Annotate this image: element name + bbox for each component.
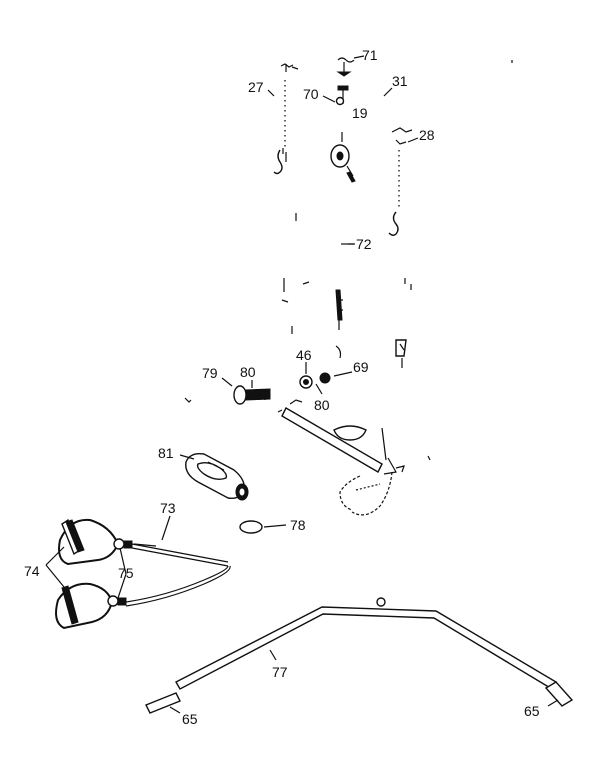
- bolt-80: [233, 385, 271, 405]
- label-73: 73: [160, 500, 176, 516]
- label-81: 81: [158, 445, 174, 461]
- faint-marks: [184, 60, 513, 461]
- nut-46: [299, 375, 313, 389]
- ring-78: [239, 520, 263, 534]
- label-79: 79: [202, 365, 218, 381]
- spring-hook-28: [388, 127, 413, 236]
- connector-75: [107, 538, 133, 607]
- pulley-bolt-71: [336, 57, 355, 77]
- label-65-left: 65: [182, 711, 198, 727]
- label-80-upper: 80: [240, 364, 256, 380]
- label-77: 77: [272, 664, 288, 680]
- label-28: 28: [419, 127, 435, 143]
- cable-72: [335, 243, 355, 330]
- label-65-right: 65: [524, 703, 540, 719]
- stirrup-handle-lower: [55, 582, 114, 630]
- callout-labels: 27 71 70 19 31 28 72 46 69 79 80 80 81 7…: [24, 47, 540, 727]
- label-80-lower: 80: [314, 397, 330, 413]
- end-cap-65-left: [145, 692, 181, 714]
- nut-69: [319, 372, 331, 384]
- pulley-washer-70-19: [335, 85, 349, 106]
- swing-arm: [277, 399, 405, 516]
- end-cap-65-right: [544, 681, 574, 707]
- label-75: 75: [118, 565, 134, 581]
- label-31: 31: [392, 73, 408, 89]
- label-46: 46: [296, 347, 312, 363]
- cable-73: [125, 543, 231, 607]
- label-69: 69: [353, 359, 369, 375]
- label-71: 71: [362, 47, 378, 63]
- label-70: 70: [303, 86, 319, 102]
- spring-hook-27: [273, 63, 299, 175]
- label-19: 19: [352, 105, 368, 121]
- bracket-69: [335, 339, 407, 368]
- pulley-wheel: [330, 132, 356, 183]
- label-78: 78: [290, 517, 306, 533]
- handle-grip-81: [185, 452, 249, 501]
- stirrup-handle-upper: [58, 518, 120, 566]
- label-74: 74: [24, 563, 40, 579]
- label-27: 27: [248, 79, 264, 95]
- leader-lines: [45, 55, 559, 714]
- bar-77: [175, 597, 557, 690]
- label-72: 72: [356, 236, 372, 252]
